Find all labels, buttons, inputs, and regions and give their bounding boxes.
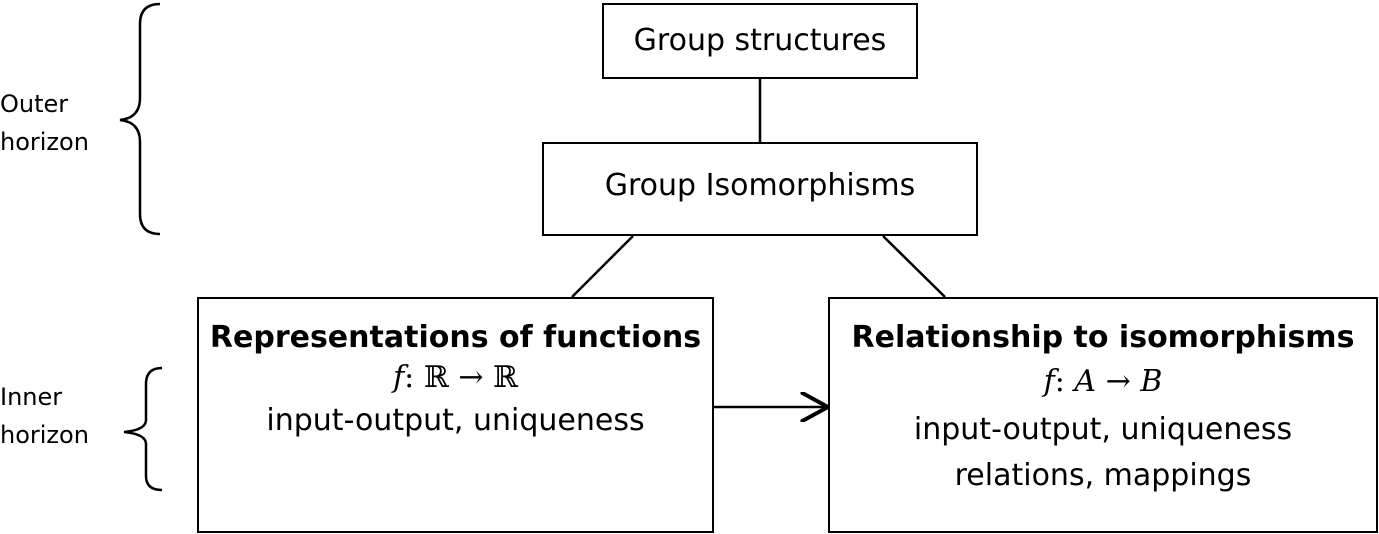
- representations-box: Representations of functions f: ℝ → ℝ in…: [197, 297, 714, 533]
- formula-codomain: ℝ: [493, 360, 518, 395]
- group-structures-box: Group structures: [602, 3, 918, 79]
- formula-codomain: B: [1140, 364, 1163, 399]
- representations-line-1: input-output, uniqueness: [266, 403, 645, 438]
- outer-horizon-label: Outer horizon: [0, 85, 89, 161]
- formula-arrow: →: [1105, 364, 1131, 399]
- relationship-box: Relationship to isomorphisms f: A → B in…: [828, 297, 1378, 533]
- representations-formula: f: ℝ → ℝ: [199, 357, 712, 399]
- formula-function-symbol: f: [393, 360, 405, 395]
- relationship-title: Relationship to isomorphisms: [851, 320, 1355, 355]
- outer-horizon-brace: [119, 2, 161, 236]
- group-isomorphisms-label: Group Isomorphisms: [604, 168, 916, 203]
- connector-isomorphisms-representations: [571, 235, 634, 298]
- relationship-line-1: input-output, uniqueness: [913, 412, 1293, 447]
- formula-colon: :: [1054, 364, 1065, 399]
- outer-horizon-line-2: horizon: [0, 128, 89, 156]
- outer-horizon-line-1: Outer: [0, 90, 69, 118]
- formula-colon: :: [404, 360, 415, 395]
- formula-function-symbol: f: [1043, 364, 1055, 399]
- inner-horizon-line-2: horizon: [0, 421, 89, 449]
- inner-horizon-line-1: Inner: [0, 383, 63, 411]
- inner-horizon-label: Inner horizon: [0, 378, 89, 454]
- relationship-line-2: relations, mappings: [954, 458, 1252, 493]
- formula-domain: ℝ: [423, 360, 449, 395]
- inner-horizon-brace: [123, 366, 163, 492]
- relationship-formula: f: A → B: [830, 357, 1376, 407]
- group-structures-label: Group structures: [633, 23, 887, 58]
- group-isomorphisms-box: Group Isomorphisms: [542, 142, 978, 236]
- representations-title: Representations of functions: [209, 320, 702, 355]
- formula-arrow: →: [458, 360, 484, 395]
- formula-domain: A: [1074, 364, 1097, 399]
- connector-isomorphisms-relationship: [882, 235, 946, 298]
